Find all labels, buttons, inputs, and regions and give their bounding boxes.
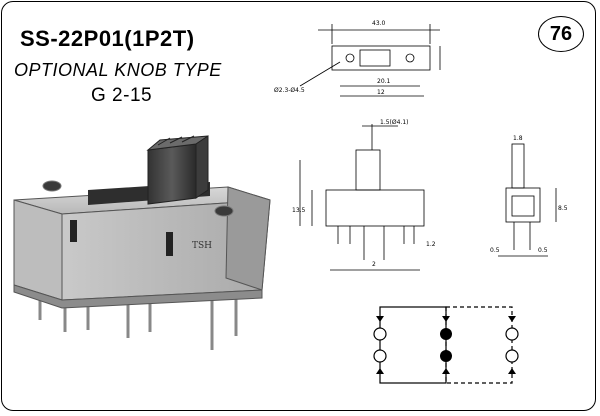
svg-text:8.5: 8.5 — [558, 205, 568, 212]
svg-text:20.1: 20.1 — [377, 78, 391, 85]
svg-text:2: 2 — [372, 261, 376, 268]
svg-text:0.5: 0.5 — [538, 247, 548, 254]
page-border — [1, 1, 596, 411]
svg-text:12: 12 — [377, 89, 385, 96]
svg-text:1.5(Ø4.1): 1.5(Ø4.1) — [380, 119, 409, 126]
model-title: SS-22P01(1P2T) — [20, 26, 195, 51]
svg-text:1.8: 1.8 — [513, 135, 523, 142]
page-number-badge: 76 — [538, 16, 584, 52]
product-mark: TSH — [192, 241, 212, 251]
svg-text:43.0: 43.0 — [372, 20, 386, 27]
knob-type-label: OPTIONAL KNOB TYPE — [14, 60, 222, 80]
series-code: G 2-15 — [91, 85, 153, 106]
svg-text:1.2: 1.2 — [426, 241, 436, 248]
svg-text:0.5: 0.5 — [490, 247, 500, 254]
svg-text:13.5: 13.5 — [292, 207, 306, 214]
svg-text:Ø2.3-Ø4.5: Ø2.3-Ø4.5 — [274, 87, 305, 94]
